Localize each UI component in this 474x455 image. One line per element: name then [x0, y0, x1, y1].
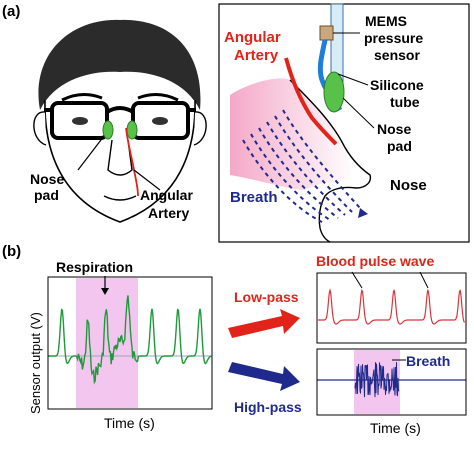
face-artery-label-2: Artery — [148, 205, 189, 221]
panel-b-tag: (b) — [2, 243, 21, 260]
nose-profile — [289, 79, 372, 243]
breath-plot-border — [316, 348, 467, 416]
section-sensor-label-2: pressure — [364, 30, 423, 46]
section-sensor-label-1: MEMS — [365, 13, 407, 29]
right-eyebrow — [137, 93, 179, 102]
pointer-pad — [342, 97, 375, 129]
pulse-signal — [318, 288, 465, 325]
main-xlabel: Time (s) — [104, 415, 155, 431]
pulse-plot — [316, 271, 467, 344]
cheek-skin — [230, 78, 355, 190]
section-pad-label-1: Nose — [377, 121, 411, 137]
section-breath-label: Breath — [230, 189, 278, 206]
low-pass-label: Low-pass — [234, 289, 299, 305]
small-xlabel: Time (s) — [370, 420, 421, 436]
panel-a-tag: (a) — [2, 3, 20, 20]
respiration-label: Respiration — [56, 259, 133, 275]
pointer-artery — [133, 169, 161, 191]
nose-pad-section — [323, 71, 345, 113]
glasses-bridge — [105, 106, 135, 114]
left-eyebrow — [61, 93, 103, 102]
face-illustration — [33, 19, 207, 223]
breath-plot-label: Breath — [406, 353, 450, 369]
main-plot — [47, 276, 213, 410]
pulse-pointer-2 — [419, 271, 429, 289]
breath-plot — [316, 348, 467, 416]
high-pass-arrow — [228, 362, 300, 391]
section-pad-label-2: pad — [387, 138, 412, 154]
mouth — [103, 195, 137, 201]
main-plot-border — [47, 276, 213, 410]
breath-arrowhead — [358, 208, 368, 218]
respiration-signal — [48, 295, 212, 385]
pointer-nose-pad — [77, 135, 105, 171]
section-nose-label: Nose — [390, 177, 427, 194]
low-pass-arrow — [228, 309, 300, 338]
breath-signal — [354, 362, 400, 398]
pointer-tube — [337, 73, 369, 86]
right-ear — [193, 111, 207, 146]
left-ear — [33, 111, 47, 146]
breath-flow — [242, 109, 361, 223]
right-eye — [152, 117, 168, 125]
cross-section-panel — [218, 3, 470, 243]
section-sensor-label-3: sensor — [374, 47, 420, 63]
section-artery-label-1: Angular — [224, 29, 281, 46]
face-nose-pad-label-1: Nose — [30, 171, 64, 187]
face-nose-pad-label-2: pad — [34, 187, 59, 203]
left-eye — [72, 117, 88, 125]
face-artery-label-1: Angular — [140, 187, 193, 203]
high-pass-label: High-pass — [234, 399, 302, 415]
section-artery-label-2: Artery — [234, 47, 279, 64]
mems-sensor — [319, 25, 334, 41]
nose-pad-right — [126, 120, 138, 140]
pulse-pointer-1 — [351, 271, 363, 289]
nose-pad-left — [102, 120, 114, 140]
section-tube-label-1: Silicone — [370, 77, 424, 93]
nose — [107, 139, 133, 176]
angular-artery-section — [284, 57, 338, 146]
hair — [38, 19, 201, 110]
section-tube-label-2: tube — [390, 94, 420, 110]
respiration-arrowhead — [101, 288, 109, 295]
pulse-wave-label: Blood pulse wave — [316, 253, 434, 269]
main-ylabel: Sensor output (V) — [28, 312, 43, 414]
